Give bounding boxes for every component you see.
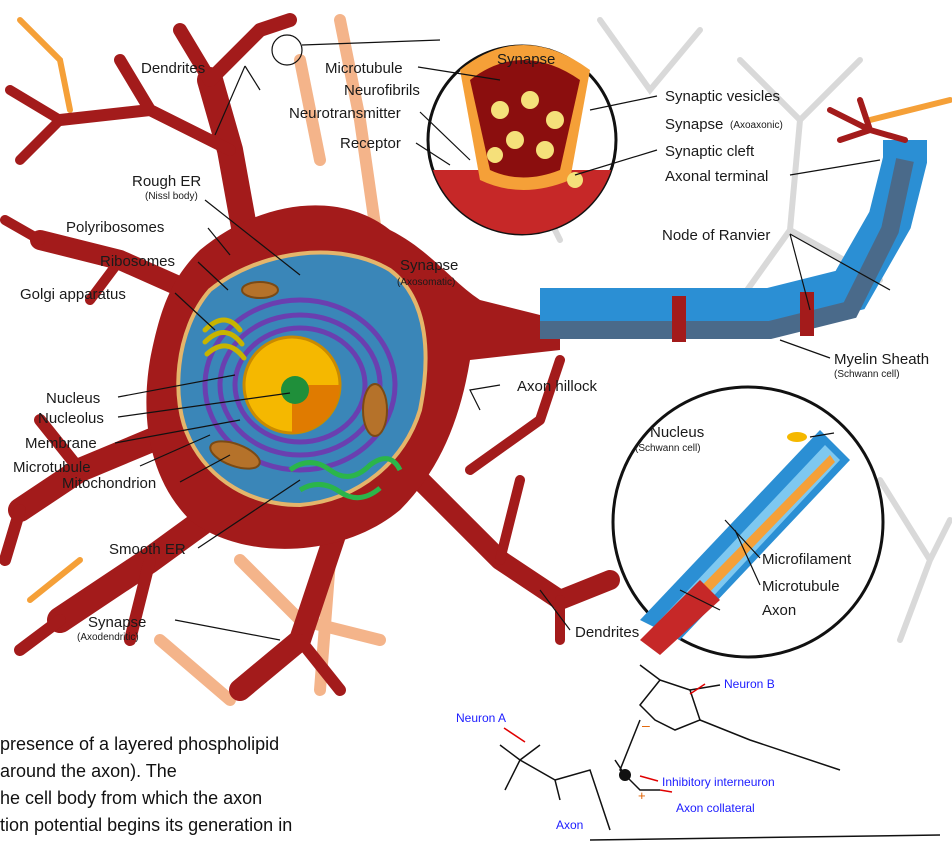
label-smooth-er: Smooth ER [109, 541, 186, 558]
body-text-line-4: tion potential begins its generation in [0, 812, 440, 839]
label-synapse-axoaxonic: Synapse [665, 116, 723, 133]
label-neuron-b: Neuron B [724, 677, 775, 691]
label-myelin-sheath: Myelin Sheath [834, 351, 929, 368]
label-mitochondrion: Mitochondrion [62, 475, 156, 492]
nucleolus [281, 376, 309, 404]
label-synapse-axodendritic: Synapse [88, 614, 146, 631]
label-synapse-axosomatic-sub: (Axosomatic) [397, 277, 455, 288]
label-synapse-axosomatic: Synapse [400, 257, 458, 274]
label-rough-er: Rough ER [132, 173, 201, 190]
label-neurotransmitter: Neurotransmitter [289, 105, 401, 122]
label-axon: Axon [762, 602, 796, 619]
label-node-of-ranvier: Node of Ranvier [662, 227, 770, 244]
label-schematic-axon: Axon [556, 818, 583, 832]
label-polyribosomes: Polyribosomes [66, 219, 164, 236]
label-axon-hillock: Axon hillock [517, 378, 598, 395]
label-nucleolus: Nucleolus [38, 410, 104, 427]
label-synaptic-cleft: Synaptic cleft [665, 143, 755, 160]
label-nucleus-schwann-sub: (Schwann cell) [635, 443, 701, 454]
label-microfilament: Microfilament [762, 551, 852, 568]
label-nucleus: Nucleus [46, 390, 100, 407]
mitochondrion-3 [242, 282, 278, 298]
synapse-inset [428, 45, 620, 240]
label-inhibitory-interneuron: Inhibitory interneuron [662, 775, 775, 789]
label-microtubule-right: Microtubule [762, 578, 840, 595]
label-microtubule-top: Microtubule [325, 60, 403, 77]
body-text: presence of a layered phospholipid aroun… [0, 731, 440, 839]
axonal-terminal [830, 100, 905, 140]
mitochondrion-2 [363, 384, 387, 436]
interneuron-cell [619, 769, 631, 781]
label-axon-collateral: Axon collateral [676, 801, 755, 815]
label-dendrites-top: Dendrites [141, 60, 205, 77]
label-nucleus-schwann: Nucleus [650, 424, 704, 441]
label-golgi: Golgi apparatus [20, 286, 126, 303]
body-text-line-1: presence of a layered phospholipid [0, 731, 440, 758]
label-rough-er-sub: (Nissl body) [145, 191, 198, 202]
minus-sign: – [642, 717, 650, 733]
label-ribosomes: Ribosomes [100, 253, 175, 270]
label-receptor: Receptor [340, 135, 401, 152]
label-synapse-axoaxonic-sub: (Axoaxonic) [730, 120, 783, 131]
label-synapse-top: Synapse [497, 51, 555, 68]
label-dendrites-bottom: Dendrites [575, 624, 639, 641]
label-axonal-terminal: Axonal terminal [665, 168, 768, 185]
body-text-line-3: he cell body from which the axon [0, 785, 440, 812]
label-microtubule-left: Microtubule [13, 459, 91, 476]
plus-sign: + [638, 788, 646, 803]
label-myelin-sheath-sub: (Schwann cell) [834, 369, 900, 380]
label-neurofibrils: Neurofibrils [344, 82, 420, 99]
label-neuron-a: Neuron A [456, 711, 506, 725]
body-text-line-2: around the axon). The [0, 758, 440, 785]
label-synapse-axodendritic-sub: (Axodendritic) [77, 632, 139, 643]
label-synaptic-vesicles: Synaptic vesicles [665, 88, 780, 105]
label-membrane: Membrane [25, 435, 97, 452]
